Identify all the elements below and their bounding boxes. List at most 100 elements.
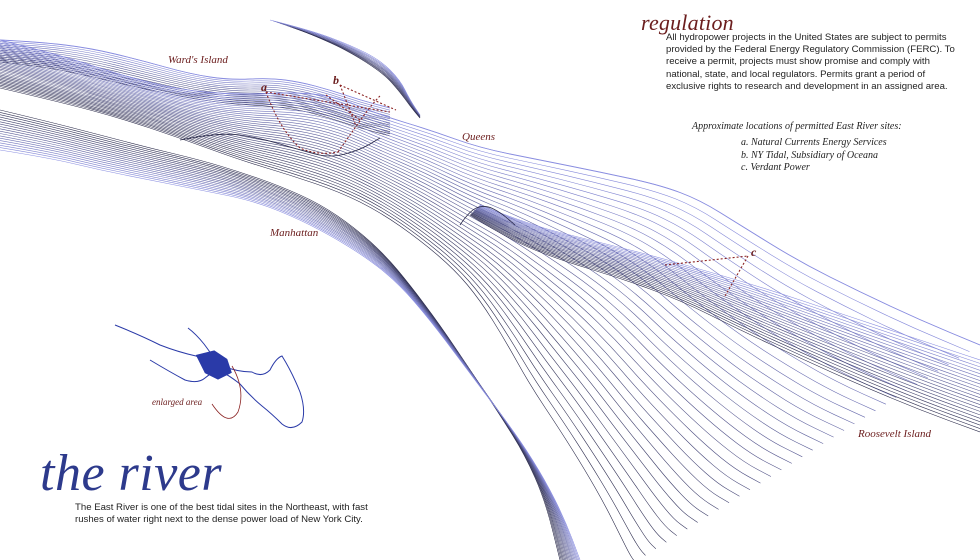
main-channel-contour-line — [0, 41, 970, 352]
site-a-line-curve — [265, 91, 339, 154]
main-channel-contour-line — [0, 77, 709, 517]
inset-shoreline — [114, 324, 305, 428]
upper-channel-contour-line — [293, 27, 421, 118]
main-channel-contour-line — [0, 49, 907, 392]
east-channel-contour-line — [477, 207, 980, 378]
east-channel-contour-line — [471, 213, 980, 422]
manhattan-contour-line — [0, 149, 581, 560]
east-channel-contour-line — [469, 214, 980, 433]
label-roosevelt-island: Roosevelt Island — [858, 428, 932, 440]
island-contour-line — [0, 43, 391, 113]
main-channel-contour-line — [0, 44, 949, 365]
east-channel-contour-line — [475, 209, 980, 395]
main-channel-contour-line — [0, 81, 677, 536]
main-channel-contour-line — [0, 87, 634, 560]
east-channel-contour-line — [476, 208, 980, 388]
site-b-line-2 — [339, 84, 357, 127]
main-channel-contour-line — [0, 63, 813, 451]
site-b-line-3 — [325, 94, 361, 121]
upper-channel-contour-line — [279, 23, 421, 117]
regulation-body: All hydropower projects in the United St… — [666, 32, 955, 92]
main-channel-contour-line — [0, 79, 698, 523]
main-channel-contour-line — [0, 52, 887, 405]
upper-channel-contour-line — [269, 19, 421, 116]
island-contour-line — [0, 48, 391, 120]
main-channel-contour-line — [0, 61, 824, 444]
upper-channel-contour-line — [286, 25, 421, 117]
east-channel-contour-line — [479, 205, 980, 364]
inset-callout-arrow — [211, 365, 242, 419]
east-channel-contour-line — [477, 206, 980, 374]
island-contour-line — [0, 41, 391, 111]
site-item-a: a. Natural Currents Energy Services — [741, 137, 887, 148]
main-channel-contour-line — [0, 48, 918, 385]
main-channel-contour-line — [0, 54, 876, 412]
main-channel-contour-line — [0, 70, 761, 484]
east-channel-contour-line — [473, 210, 980, 405]
site-item-b: b. NY Tidal, Subsidiary of Oceana — [741, 149, 878, 161]
east-channel-contour-line — [473, 211, 980, 409]
upper-channel-contour-line — [289, 26, 421, 118]
island-contour-line — [0, 54, 391, 128]
main-channel-contour-line — [0, 51, 897, 398]
main-channel-contour-line — [0, 42, 960, 359]
east-channel-contour-line — [478, 205, 980, 368]
contour-lines — [0, 19, 980, 560]
site-item-c: c. Verdant Power — [741, 162, 810, 173]
upper-channel-contour-line — [299, 29, 421, 119]
main-channel-contour-line — [0, 60, 834, 438]
page-title: the river — [40, 445, 223, 502]
sites-list: a. Natural Currents Energy Services b. N… — [741, 137, 887, 175]
main-channel-contour-line — [0, 84, 657, 550]
island-contour-line — [0, 46, 391, 117]
label-manhattan: Manhattan — [270, 227, 319, 239]
main-channel-contour-line — [0, 71, 751, 490]
main-channel-contour-line — [0, 67, 782, 471]
main-channel-contour-line — [0, 57, 855, 425]
east-channel-contour-line — [472, 212, 980, 416]
upper-channel-contour-line — [276, 21, 421, 116]
east-channel-contour-line — [475, 209, 980, 392]
east-channel-contour-line — [474, 209, 980, 398]
site-label-a: a — [261, 80, 267, 94]
river-description: The East River is one of the best tidal … — [75, 502, 368, 526]
site-label-c: c — [751, 245, 757, 259]
inset-enlarged-area — [195, 350, 232, 380]
island-shoreline — [0, 39, 391, 109]
main-channel-contour-line — [0, 86, 646, 556]
queens-shoreline — [0, 39, 980, 346]
site-a-line-right — [337, 95, 381, 153]
upper-channel-contour-line — [296, 28, 421, 118]
east-channel-contour-line — [474, 210, 980, 402]
main-channel-contour-line — [0, 68, 772, 477]
main-channel-contour-line — [0, 47, 928, 379]
east-channel-contour-line — [472, 211, 980, 412]
main-channel-contour-line — [0, 74, 730, 504]
main-channel-contour-line — [0, 55, 866, 418]
island-tip-shoreline — [179, 133, 381, 157]
main-channel-contour-line — [0, 73, 740, 497]
east-channel-contour-line — [476, 208, 980, 385]
inset-callout-label: enlarged area — [152, 397, 203, 407]
main-channel-contour-line — [0, 76, 719, 510]
regulation-heading: regulation — [641, 10, 734, 35]
main-channel-contour-line — [0, 65, 792, 464]
main-channel-contour-line — [0, 58, 845, 431]
main-channel-contour-line — [0, 64, 803, 458]
main-channel-contour-line — [0, 45, 939, 372]
roosevelt-tip-shoreline — [459, 206, 516, 226]
sites-intro: Approximate locations of permitted East … — [692, 121, 902, 132]
main-channel-contour-line — [0, 83, 667, 543]
island-contour-line — [0, 61, 391, 137]
east-channel-contour-line — [476, 207, 980, 381]
main-channel-contour-line — [0, 80, 688, 530]
east-channel-contour-line — [471, 212, 980, 419]
upper-channel-contour-line — [273, 20, 421, 116]
east-channel-contour-line — [478, 206, 980, 371]
label-queens: Queens — [462, 131, 495, 143]
inset-map — [114, 324, 305, 428]
east-channel-contour-line — [470, 214, 980, 429]
east-channel-contour-line — [470, 213, 980, 426]
site-label-b: b — [333, 73, 339, 87]
